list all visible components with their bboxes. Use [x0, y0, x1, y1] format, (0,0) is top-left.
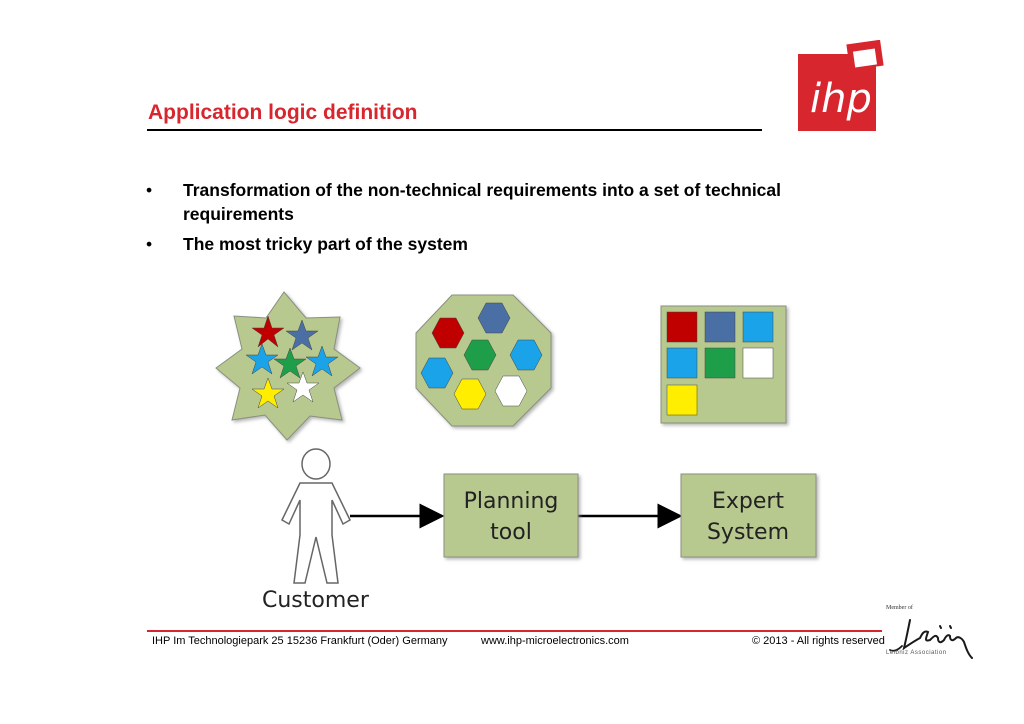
blue-square-icon: [704, 311, 736, 343]
red-star-icon: [251, 315, 285, 348]
blue-star-icon: [285, 319, 319, 351]
yellow-hexagon-icon: [453, 378, 487, 410]
footer-rule: [147, 630, 882, 632]
white-star-icon: [286, 371, 320, 403]
planning-tool-label-line1: Planning: [464, 489, 559, 514]
bullet-text: Transformation of the non-technical requ…: [183, 180, 782, 224]
bullet-marker: •: [146, 234, 153, 254]
bullet-marker: •: [146, 180, 153, 200]
red-hexagon-icon: [431, 317, 465, 349]
footer-url[interactable]: www.ihp-microelectronics.com: [481, 635, 629, 647]
expert-system-label-line1: Expert: [712, 489, 784, 514]
cyan-hexagon-icon: [420, 357, 454, 389]
svg-text:ihp: ihp: [810, 76, 872, 122]
customer-label: Customer: [262, 588, 370, 613]
bullet-item: • Transformation of the non-technical re…: [146, 178, 826, 226]
customer-person-icon: [281, 448, 351, 584]
cyan-hexagon-icon: [509, 339, 543, 371]
green-star-icon: [273, 347, 307, 379]
square-grid: [660, 305, 787, 424]
planning-tool-label-line2: tool: [490, 520, 532, 545]
bullet-text: The most tricky part of the system: [183, 234, 468, 254]
planning-tool-box: [443, 473, 579, 558]
leibniz-member-of: Member of: [886, 605, 913, 611]
cyan-star-icon: [245, 343, 279, 375]
footer-copyright: © 2013 - All rights reserved: [752, 635, 885, 647]
red-square-icon: [666, 311, 698, 343]
slide-title: Application logic definition: [148, 101, 418, 124]
expert-system-box: [680, 473, 817, 558]
leibniz-association: Leibniz Association: [886, 650, 947, 656]
ihp-logo: ihp: [798, 40, 884, 131]
bullet-item: • The most tricky part of the system: [146, 232, 826, 256]
cyan-star-icon: [305, 345, 339, 377]
blue-hexagon-icon: [477, 302, 511, 334]
cyan-square-icon: [742, 311, 774, 343]
white-hexagon-icon: [494, 375, 528, 407]
white-square-icon: [742, 347, 774, 379]
hexagon-cluster: [415, 294, 552, 427]
star-cluster: [215, 291, 361, 441]
yellow-square-icon: [666, 384, 698, 416]
leibniz-signature-logo: [889, 619, 973, 659]
green-hexagon-icon: [463, 339, 497, 371]
bullet-list: • Transformation of the non-technical re…: [146, 178, 826, 262]
green-square-icon: [704, 347, 736, 379]
yellow-star-icon: [251, 377, 285, 409]
title-underline: [147, 129, 762, 131]
expert-system-label-line2: System: [707, 520, 789, 545]
footer-address: IHP Im Technologiepark 25 15236 Frankfur…: [152, 635, 448, 647]
cyan-square-icon: [666, 347, 698, 379]
